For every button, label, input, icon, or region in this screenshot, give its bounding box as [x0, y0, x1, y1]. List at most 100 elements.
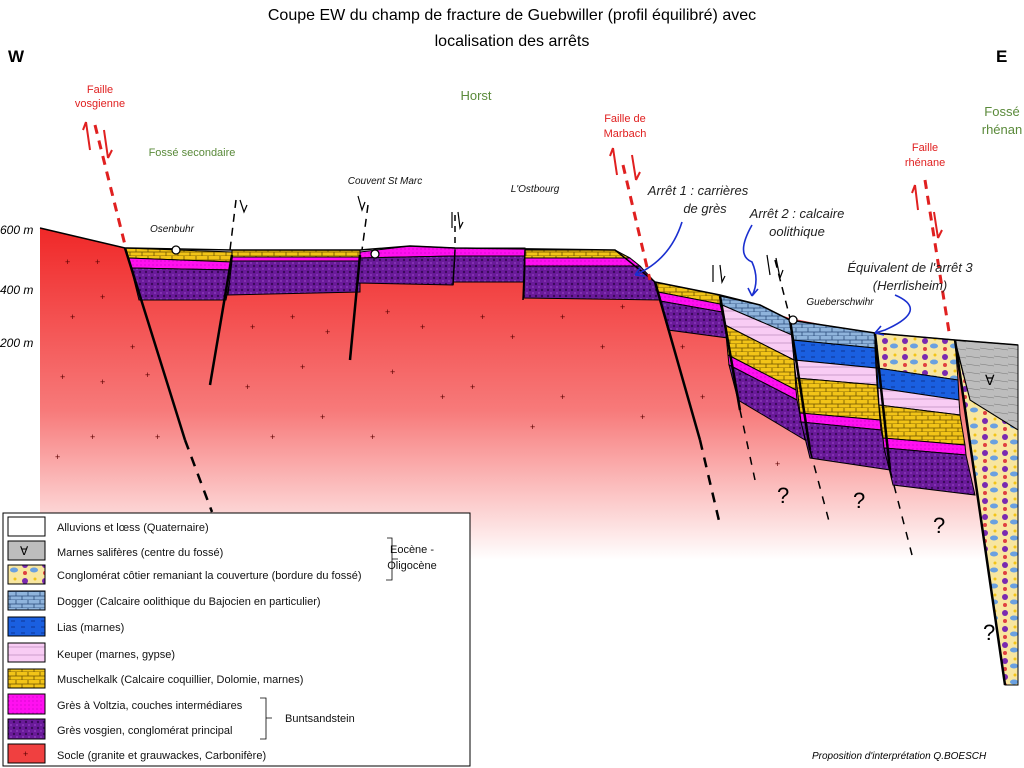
- svg-text:+: +: [320, 412, 325, 422]
- svg-text:+: +: [290, 312, 295, 322]
- svg-text:+: +: [23, 749, 28, 759]
- arret3-label-2: (Herrlisheim): [873, 278, 947, 293]
- svg-text:+: +: [95, 257, 100, 267]
- legend-swatch-conglomerat: [7, 564, 46, 585]
- socle-crosses: +++++++++++ +++++++ +++++ ++++++++++++: [55, 257, 780, 469]
- osenbuhr-label: Osenbuhr: [150, 224, 195, 235]
- svg-text:+: +: [480, 312, 485, 322]
- unknown-mark: ?: [933, 513, 945, 538]
- svg-text:+: +: [65, 257, 70, 267]
- svg-text:+: +: [470, 382, 475, 392]
- legend-swatch-muschelkalk: [7, 668, 46, 689]
- svg-text:+: +: [510, 332, 515, 342]
- legend-label: Alluvions et lœss (Quaternaire): [57, 522, 209, 534]
- faille-rhenane-label: Faille: [912, 142, 938, 154]
- faille-marbach-label: Faille de: [604, 113, 646, 125]
- couvent-label: Couvent St Marc: [348, 176, 422, 187]
- altitude-200: 200 m: [0, 336, 33, 350]
- block-horst-west: [227, 249, 361, 296]
- legend-label: Dogger (Calcaire oolithique du Bajocien …: [57, 596, 321, 608]
- faille-rhenane-label-2: rhénane: [905, 157, 945, 169]
- unknown-mark: ?: [853, 488, 865, 513]
- block-fosse-secondaire: [124, 247, 233, 301]
- fosse-rhenan-label: Fossé: [984, 104, 1019, 119]
- legend: ∀ + Alluvions et lœss (Quaternaire) Marn…: [2, 512, 471, 767]
- legend-label: Lias (marnes): [57, 622, 124, 634]
- block-herrlisheim: [874, 332, 976, 496]
- horst-label: Horst: [460, 88, 491, 103]
- faille-vosgienne-label: Faille: [87, 84, 113, 96]
- village-icons: [171, 245, 798, 325]
- title-line-2: localisation des arrêts: [435, 33, 590, 50]
- faille-vosgienne-label-2: vosgienne: [75, 98, 125, 110]
- title-line-1: Coupe EW du champ de fracture de Guebwil…: [268, 7, 756, 24]
- arret1-label-2: de grès: [683, 201, 727, 216]
- svg-text:+: +: [370, 432, 375, 442]
- legend-group-eo-2: Oligocène: [387, 560, 437, 572]
- altitude-400: 400 m: [0, 283, 33, 297]
- svg-text:+: +: [440, 392, 445, 402]
- faults: [123, 199, 1007, 686]
- legend-label: Muschelkalk (Calcaire coquillier, Dolomi…: [57, 674, 303, 686]
- svg-text:+: +: [775, 459, 780, 469]
- svg-text:+: +: [325, 327, 330, 337]
- svg-text:+: +: [420, 322, 425, 332]
- block-tilted-2: [789, 319, 891, 471]
- legend-swatch-keuper: [7, 642, 46, 663]
- svg-text:+: +: [55, 452, 60, 462]
- legend-label: Conglomérat côtier remaniant la couvertu…: [57, 570, 361, 582]
- legend-label: Grès à Voltzia, couches intermédiares: [57, 700, 243, 712]
- svg-text:+: +: [700, 392, 705, 402]
- svg-text:+: +: [100, 377, 105, 387]
- svg-text:+: +: [70, 312, 75, 322]
- legend-swatch-dogger: [7, 590, 46, 611]
- svg-text:+: +: [100, 292, 105, 302]
- svg-text:+: +: [155, 432, 160, 442]
- legend-swatch-voltzia: [7, 693, 46, 715]
- svg-text:+: +: [620, 302, 625, 312]
- legend-label: Keuper (marnes, gypse): [57, 649, 175, 661]
- svg-text:+: +: [250, 322, 255, 332]
- arret2-label-2: oolithique: [769, 224, 825, 239]
- svg-text:+: +: [300, 362, 305, 372]
- svg-text:+: +: [530, 422, 535, 432]
- svg-text:∀: ∀: [985, 372, 995, 388]
- small-fault-arrows: [239, 195, 784, 285]
- arret2-label: Arrêt 2 : calcaire: [749, 206, 845, 221]
- svg-text:+: +: [90, 432, 95, 442]
- surface-line: [39, 227, 1019, 346]
- faille-marbach-label-2: Marbach: [604, 128, 647, 140]
- block-tilted-1: [719, 295, 806, 442]
- legend-swatch-alluvions: [7, 516, 46, 537]
- legend-swatch-lias: [7, 616, 46, 637]
- svg-text:+: +: [145, 370, 150, 380]
- svg-text:+: +: [600, 342, 605, 352]
- svg-text:+: +: [245, 382, 250, 392]
- fault-motion-arrows: [82, 121, 943, 239]
- svg-text:+: +: [680, 342, 685, 352]
- legend-group-eo: Eocène -: [390, 544, 434, 556]
- svg-text:+: +: [640, 412, 645, 422]
- svg-text:+: +: [385, 307, 390, 317]
- svg-text:+: +: [560, 392, 565, 402]
- altitude-600: 600 m: [0, 223, 33, 237]
- legend-label: Socle (granite et grauwackes, Carbonifèr…: [57, 750, 266, 762]
- svg-text:+: +: [390, 367, 395, 377]
- legend-label: Grès vosgien, conglomérat principal: [57, 725, 232, 737]
- west-label: W: [8, 47, 25, 66]
- fosse-secondaire-label: Fossé secondaire: [149, 147, 236, 159]
- legend-swatch-socle: [7, 743, 46, 764]
- legend-brace-bunt: [260, 697, 272, 740]
- legend-group-bunt: Buntsandstein: [285, 713, 355, 725]
- major-fault-traces: [93, 124, 952, 339]
- block-ostbourg: [452, 247, 526, 283]
- legend-label: Marnes salifères (centre du fossé): [57, 547, 223, 559]
- legend-swatch-marnes: [7, 540, 46, 561]
- unknown-mark: ?: [983, 620, 995, 645]
- svg-text:+: +: [60, 372, 65, 382]
- svg-text:+: +: [270, 432, 275, 442]
- legend-swatch-gres-vosgien: [7, 718, 46, 740]
- svg-text:+: +: [560, 312, 565, 322]
- ostbourg-label: L'Ostbourg: [511, 184, 560, 195]
